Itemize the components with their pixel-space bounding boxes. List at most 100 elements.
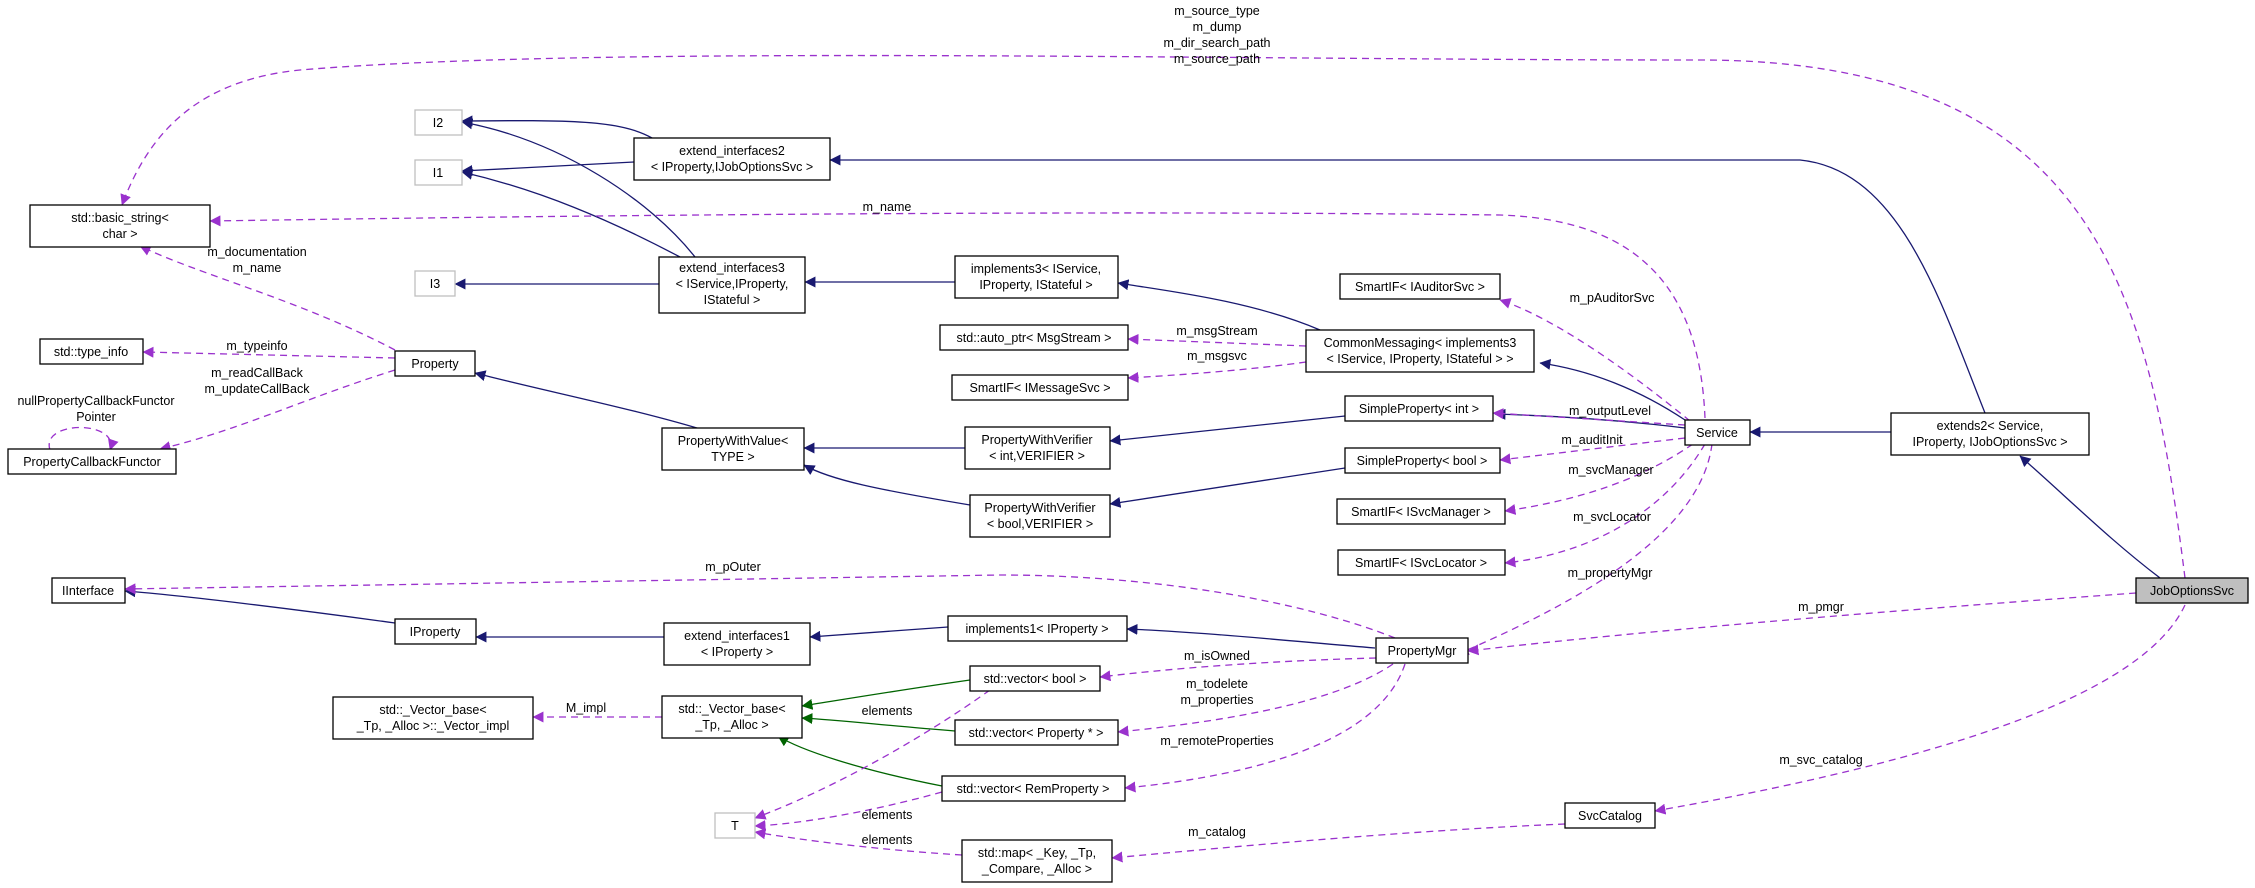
node-i2[interactable]: I2 (414, 109, 463, 136)
label-m-isowned: m_isOwned (1184, 649, 1250, 663)
node-type-info[interactable]: std::type_info (39, 338, 144, 365)
node-common-messaging[interactable]: CommonMessaging< implements3< IService, … (1305, 329, 1535, 373)
label-elements-vec-bool: elements (862, 704, 913, 718)
node-t[interactable]: T (714, 812, 756, 839)
edge-property-to-type-info (142, 346, 396, 359)
label-m-pmgr: m_pmgr (1798, 600, 1844, 614)
svg-text:SimpleProperty< int >: SimpleProperty< int > (1359, 402, 1479, 416)
node-service[interactable]: Service (1684, 419, 1751, 446)
edge-extends2-to-ext-if2 (829, 154, 1986, 414)
edge-propmgr-to-iinterface (124, 574, 1396, 639)
node-property-with-value[interactable]: PropertyWithValue<TYPE > (661, 427, 805, 471)
node-basic-string[interactable]: std::basic_string<char > (29, 204, 211, 248)
svg-text:I1: I1 (433, 166, 443, 180)
svg-text:std::vector< bool >: std::vector< bool > (984, 672, 1087, 686)
node-property-callback-functor[interactable]: PropertyCallbackFunctor (7, 448, 177, 475)
node-smartif-imessagesvc[interactable]: SmartIF< IMessageSvc > (951, 374, 1129, 401)
edge-simple-int-to-pwv-int (1109, 415, 1346, 446)
edge-vec-remprop-to-vector-base (777, 735, 943, 787)
edge-prop-cb-self-loop (48, 426, 119, 451)
node-vector-remproperty[interactable]: std::vector< RemProperty > (941, 775, 1126, 802)
edge-jobopts-to-svccatalog (1654, 604, 2186, 815)
edge-propmgr-to-impl1 (1126, 623, 1376, 649)
node-pwv-bool[interactable]: PropertyWithVerifier< bool,VERIFIER > (969, 494, 1111, 538)
node-auto-ptr[interactable]: std::auto_ptr< MsgStream > (939, 324, 1129, 351)
svg-text:std::type_info: std::type_info (54, 345, 128, 359)
svg-text:Property: Property (411, 357, 459, 371)
svg-text:implements3< IService,IPropert: implements3< IService,IProperty, IStatef… (971, 262, 1101, 292)
svg-text:SvcCatalog: SvcCatalog (1578, 809, 1642, 823)
edge-service-to-basic-string (209, 212, 1706, 419)
edge-service-to-simple-int-usage (1492, 408, 1686, 426)
edge-jobopts-to-propmgr (1467, 592, 2137, 656)
edge-pwv-to-property (474, 370, 711, 433)
edge-vec-remprop-to-t (754, 791, 943, 832)
svg-text:PropertyMgr: PropertyMgr (1388, 644, 1457, 658)
edge-propmgr-to-vec-propptr (1117, 663, 1394, 737)
svg-text:std::_Vector_base<_Tp, _Alloc: std::_Vector_base<_Tp, _Alloc >::_Vector… (356, 703, 510, 733)
node-vector-base[interactable]: std::_Vector_base<_Tp, _Alloc > (661, 695, 803, 739)
edge-ext-if2-to-i1 (461, 161, 635, 176)
edge-stdmap-to-t (754, 828, 963, 856)
svg-text:PropertyWithVerifier< int,VERI: PropertyWithVerifier< int,VERIFIER > (981, 433, 1092, 463)
node-propertymgr[interactable]: PropertyMgr (1375, 637, 1469, 664)
node-iproperty[interactable]: IProperty (394, 618, 477, 645)
label-m-pauditorsvc: m_pAuditorSvc (1570, 291, 1655, 305)
svg-text:std::_Vector_base<_Tp, _Alloc: std::_Vector_base<_Tp, _Alloc > (678, 702, 785, 732)
edge-ext-if3-to-i1 (461, 168, 681, 258)
node-vector-impl[interactable]: std::_Vector_base<_Tp, _Alloc >::_Vector… (332, 696, 534, 740)
label-m-auditinit: m_auditInit (1561, 433, 1623, 447)
node-vector-bool[interactable]: std::vector< bool > (969, 665, 1101, 692)
node-smartif-isvcmanager[interactable]: SmartIF< ISvcManager > (1336, 498, 1506, 525)
node-vector-property-ptr[interactable]: std::vector< Property * > (954, 719, 1119, 746)
svg-text:SmartIF< ISvcLocator >: SmartIF< ISvcLocator > (1355, 556, 1487, 570)
node-extend-interfaces2[interactable]: extend_interfaces2< IProperty,IJobOption… (633, 137, 831, 181)
edge-vec-propptr-to-vector-base (801, 713, 956, 732)
edge-service-to-simple-int (1494, 408, 1686, 429)
svg-text:CommonMessaging< implements3<: CommonMessaging< implements3< IService, … (1324, 336, 1517, 366)
svg-text:std::basic_string<char >: std::basic_string<char > (71, 211, 169, 241)
edge-svccatalog-to-stdmap (1111, 823, 1566, 863)
label-m-propertymgr: m_propertyMgr (1568, 566, 1653, 580)
svg-text:std::auto_ptr< MsgStream >: std::auto_ptr< MsgStream > (957, 331, 1112, 345)
edge-service-to-smartif-auditor (1499, 298, 1691, 422)
svg-text:SimpleProperty< bool >: SimpleProperty< bool > (1357, 454, 1488, 468)
node-i1[interactable]: I1 (414, 159, 463, 186)
node-implements3[interactable]: implements3< IService,IProperty, IStatef… (954, 255, 1119, 299)
svg-text:JobOptionsSvc: JobOptionsSvc (2150, 584, 2234, 598)
svg-text:PropertyWithValue<TYPE >: PropertyWithValue<TYPE > (678, 434, 789, 464)
node-extend-interfaces1[interactable]: extend_interfaces1< IProperty > (663, 622, 811, 666)
label-m-catalog: m_catalog (1188, 825, 1246, 839)
svg-text:PropertyCallbackFunctor: PropertyCallbackFunctor (23, 455, 161, 469)
node-pwv-int[interactable]: PropertyWithVerifier< int,VERIFIER > (964, 426, 1111, 470)
edge-ext-if2-to-i2 (461, 115, 653, 139)
svg-text:I3: I3 (430, 277, 440, 291)
node-svccatalog[interactable]: SvcCatalog (1564, 802, 1656, 829)
svg-text:SmartIF< ISvcManager >: SmartIF< ISvcManager > (1351, 505, 1491, 519)
node-joboptionssvc[interactable]: JobOptionsSvc (2135, 577, 2249, 604)
node-simpleproperty-bool[interactable]: SimpleProperty< bool > (1344, 447, 1501, 474)
node-smartif-isvclocator[interactable]: SmartIF< ISvcLocator > (1337, 549, 1506, 576)
node-std-map[interactable]: std::map< _Key, _Tp,_Compare, _Alloc > (961, 839, 1113, 883)
node-simpleproperty-int[interactable]: SimpleProperty< int > (1344, 395, 1494, 422)
node-property[interactable]: Property (394, 350, 476, 377)
node-smartif-iauditorsvc[interactable]: SmartIF< IAuditorSvc > (1339, 273, 1501, 300)
node-extend-interfaces3[interactable]: extend_interfaces3< IService,IProperty,I… (658, 256, 806, 314)
node-extends2[interactable]: extends2< Service,IProperty, IJobOptions… (1890, 412, 2090, 456)
label-m-typeinfo: m_typeinfo (226, 339, 287, 353)
node-implements1[interactable]: implements1< IProperty > (947, 615, 1128, 642)
svg-text:SmartIF< IAuditorSvc >: SmartIF< IAuditorSvc > (1355, 280, 1485, 294)
node-iinterface[interactable]: IInterface (51, 577, 126, 604)
label-m-pouter: m_pOuter (705, 560, 761, 574)
node-i3[interactable]: I3 (414, 270, 456, 297)
edge-ext-if3-to-i2 (461, 118, 696, 258)
label-m-svclocator: m_svcLocator (1573, 510, 1651, 524)
edge-common-to-smartif-msg (1127, 361, 1307, 383)
edge-service-to-smartif-svcmgr (1504, 443, 1694, 515)
